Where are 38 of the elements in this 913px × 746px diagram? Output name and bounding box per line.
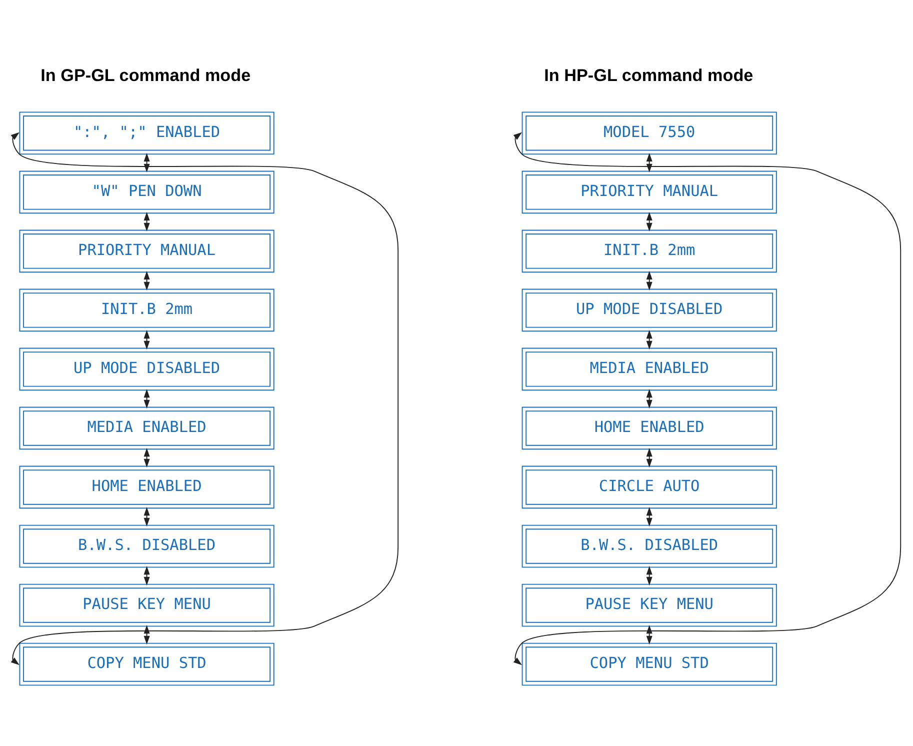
node-box: COPY MENU STD — [522, 642, 777, 686]
node-box: COPY MENU STD — [19, 642, 274, 686]
arrow — [646, 507, 652, 526]
node-box: INIT.B 2mm — [19, 288, 274, 332]
node-box: ":", ";" ENABLED — [19, 112, 274, 155]
arrow — [144, 389, 150, 408]
arrow — [144, 507, 150, 526]
arrow — [646, 330, 652, 350]
arrow — [144, 330, 150, 350]
arrow — [144, 270, 150, 290]
node-box: UP MODE DISABLED — [522, 288, 777, 332]
node-box: UP MODE DISABLED — [19, 348, 274, 391]
node-box: "W" PEN DOWN — [19, 170, 274, 214]
arrow — [144, 566, 150, 586]
arrow — [646, 270, 652, 290]
node-box: PAUSE KEY MENU — [522, 584, 777, 627]
arrow — [513, 132, 902, 666]
arrow — [144, 448, 150, 468]
arrow — [144, 212, 150, 232]
node-box: B.W.S. DISABLED — [522, 524, 777, 568]
node-box: MEDIA ENABLED — [522, 348, 777, 391]
node-box: PAUSE KEY MENU — [19, 584, 274, 627]
arrow — [646, 212, 652, 232]
arrow — [646, 566, 652, 586]
label: In HP-GL command mode — [544, 65, 754, 86]
node-box: PRIORITY MANUAL — [19, 230, 274, 273]
node-box: HOME ENABLED — [19, 466, 274, 509]
node-box: MODEL 7550 — [522, 112, 777, 155]
arrow — [646, 389, 652, 408]
node-box: B.W.S. DISABLED — [19, 524, 274, 568]
node-box: MEDIA ENABLED — [19, 406, 274, 450]
arrow — [10, 132, 399, 666]
arrow — [646, 448, 652, 468]
label: In GP-GL command mode — [40, 65, 251, 86]
node-box: CIRCLE AUTO — [522, 466, 777, 509]
node-box: PRIORITY MANUAL — [522, 170, 777, 214]
node-box: HOME ENABLED — [522, 406, 777, 450]
node-box: INIT.B 2mm — [522, 230, 777, 273]
